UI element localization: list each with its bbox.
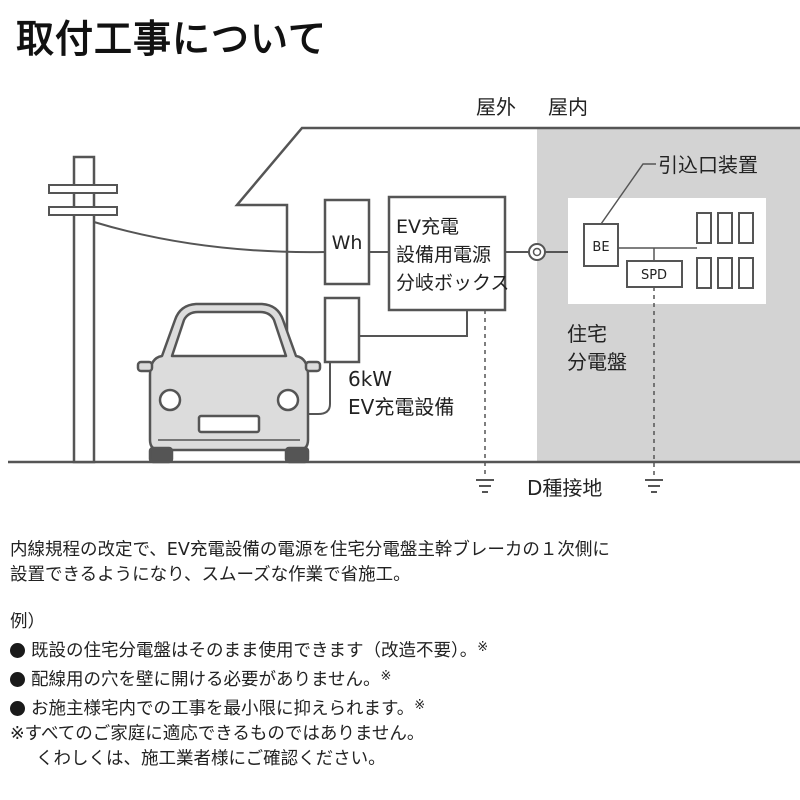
- breaker: [717, 257, 733, 289]
- ev-equipment-line-2: EV充電設備: [348, 395, 454, 419]
- utility-pole: [48, 155, 118, 464]
- intro-line-1: 内線規程の改定で、EV充電設備の電源を住宅分電盤主幹ブレーカの１次側に: [10, 540, 610, 560]
- description: 内線規程の改定で、EV充電設備の電源を住宅分電盤主幹ブレーカの１次側に 設置でき…: [10, 538, 790, 772]
- breaker: [696, 257, 712, 289]
- service-device-label: 引込口装置: [658, 153, 758, 177]
- bullet-text: 既設の住宅分電盤はそのまま使用できます（改造不要）。: [31, 641, 478, 661]
- note-line-2: くわしくは、施工業者様にご確認ください。: [36, 749, 386, 769]
- breaker: [738, 212, 754, 244]
- branch-box-line-1: EV充電: [396, 216, 459, 238]
- bullet-icon: [10, 672, 25, 687]
- breaker: [717, 212, 733, 244]
- spd-box: [626, 260, 683, 288]
- ev-charger-box: [323, 296, 361, 364]
- panel-label-line-1: 住宅: [567, 322, 607, 346]
- note-mark: ※: [414, 698, 426, 713]
- outdoor-label: 屋外: [476, 95, 516, 119]
- ground-symbol-1: [476, 479, 494, 493]
- meter-label: Wh: [332, 232, 363, 254]
- page-title: 取付工事について: [16, 17, 327, 61]
- meter-box: [323, 198, 371, 286]
- bullet-icon: [10, 643, 25, 658]
- be-label: BE: [592, 240, 609, 255]
- installation-diagram: Wh EV充電 設備用電源 分岐ボックス BE 引込口装置 SPD 住宅 分電盤…: [8, 95, 800, 500]
- panel-label-line-2: 分電盤: [567, 350, 627, 374]
- charging-cable: [285, 362, 331, 415]
- bullet-item: 配線用の穴を壁に開ける必要がありません。※: [10, 664, 790, 693]
- ground-label: D種接地: [527, 476, 602, 500]
- bullet-item: お施主様宅内での工事を最小限に抑えられます。※: [10, 693, 790, 722]
- wire-branch-charger: [359, 310, 468, 337]
- house-outline: [234, 126, 800, 462]
- bullet-icon: [10, 701, 25, 716]
- note-mark: ※: [380, 669, 392, 684]
- service-wire: [93, 221, 326, 254]
- breaker-group: [696, 212, 754, 289]
- breaker: [738, 257, 754, 289]
- note-line-1: ※すべてのご家庭に適応できるものではありません。: [10, 724, 425, 744]
- car: [136, 302, 322, 464]
- bullet-text: お施主様宅内での工事を最小限に抑えられます。: [31, 699, 415, 719]
- spd-label: SPD: [641, 268, 667, 283]
- ground-symbol-2: [645, 479, 663, 493]
- branch-box-line-3: 分岐ボックス: [396, 272, 509, 294]
- breaker: [696, 212, 712, 244]
- bullet-item: 既設の住宅分電盤はそのまま使用できます（改造不要）。※: [10, 635, 790, 664]
- bullet-text: 配線用の穴を壁に開ける必要がありません。: [31, 670, 381, 690]
- branch-box: [387, 195, 507, 312]
- example-heading: 例）: [10, 612, 45, 632]
- be-box: [583, 223, 619, 267]
- indoor-label: 屋内: [548, 95, 588, 119]
- intro-line-2: 設置できるようになり、スムーズな作業で省施工。: [10, 565, 411, 585]
- branch-box-line-2: 設備用電源: [396, 244, 491, 266]
- note-mark: ※: [477, 640, 489, 655]
- ev-equipment-line-1: 6kW: [348, 367, 392, 391]
- service-device-leader: [600, 163, 656, 225]
